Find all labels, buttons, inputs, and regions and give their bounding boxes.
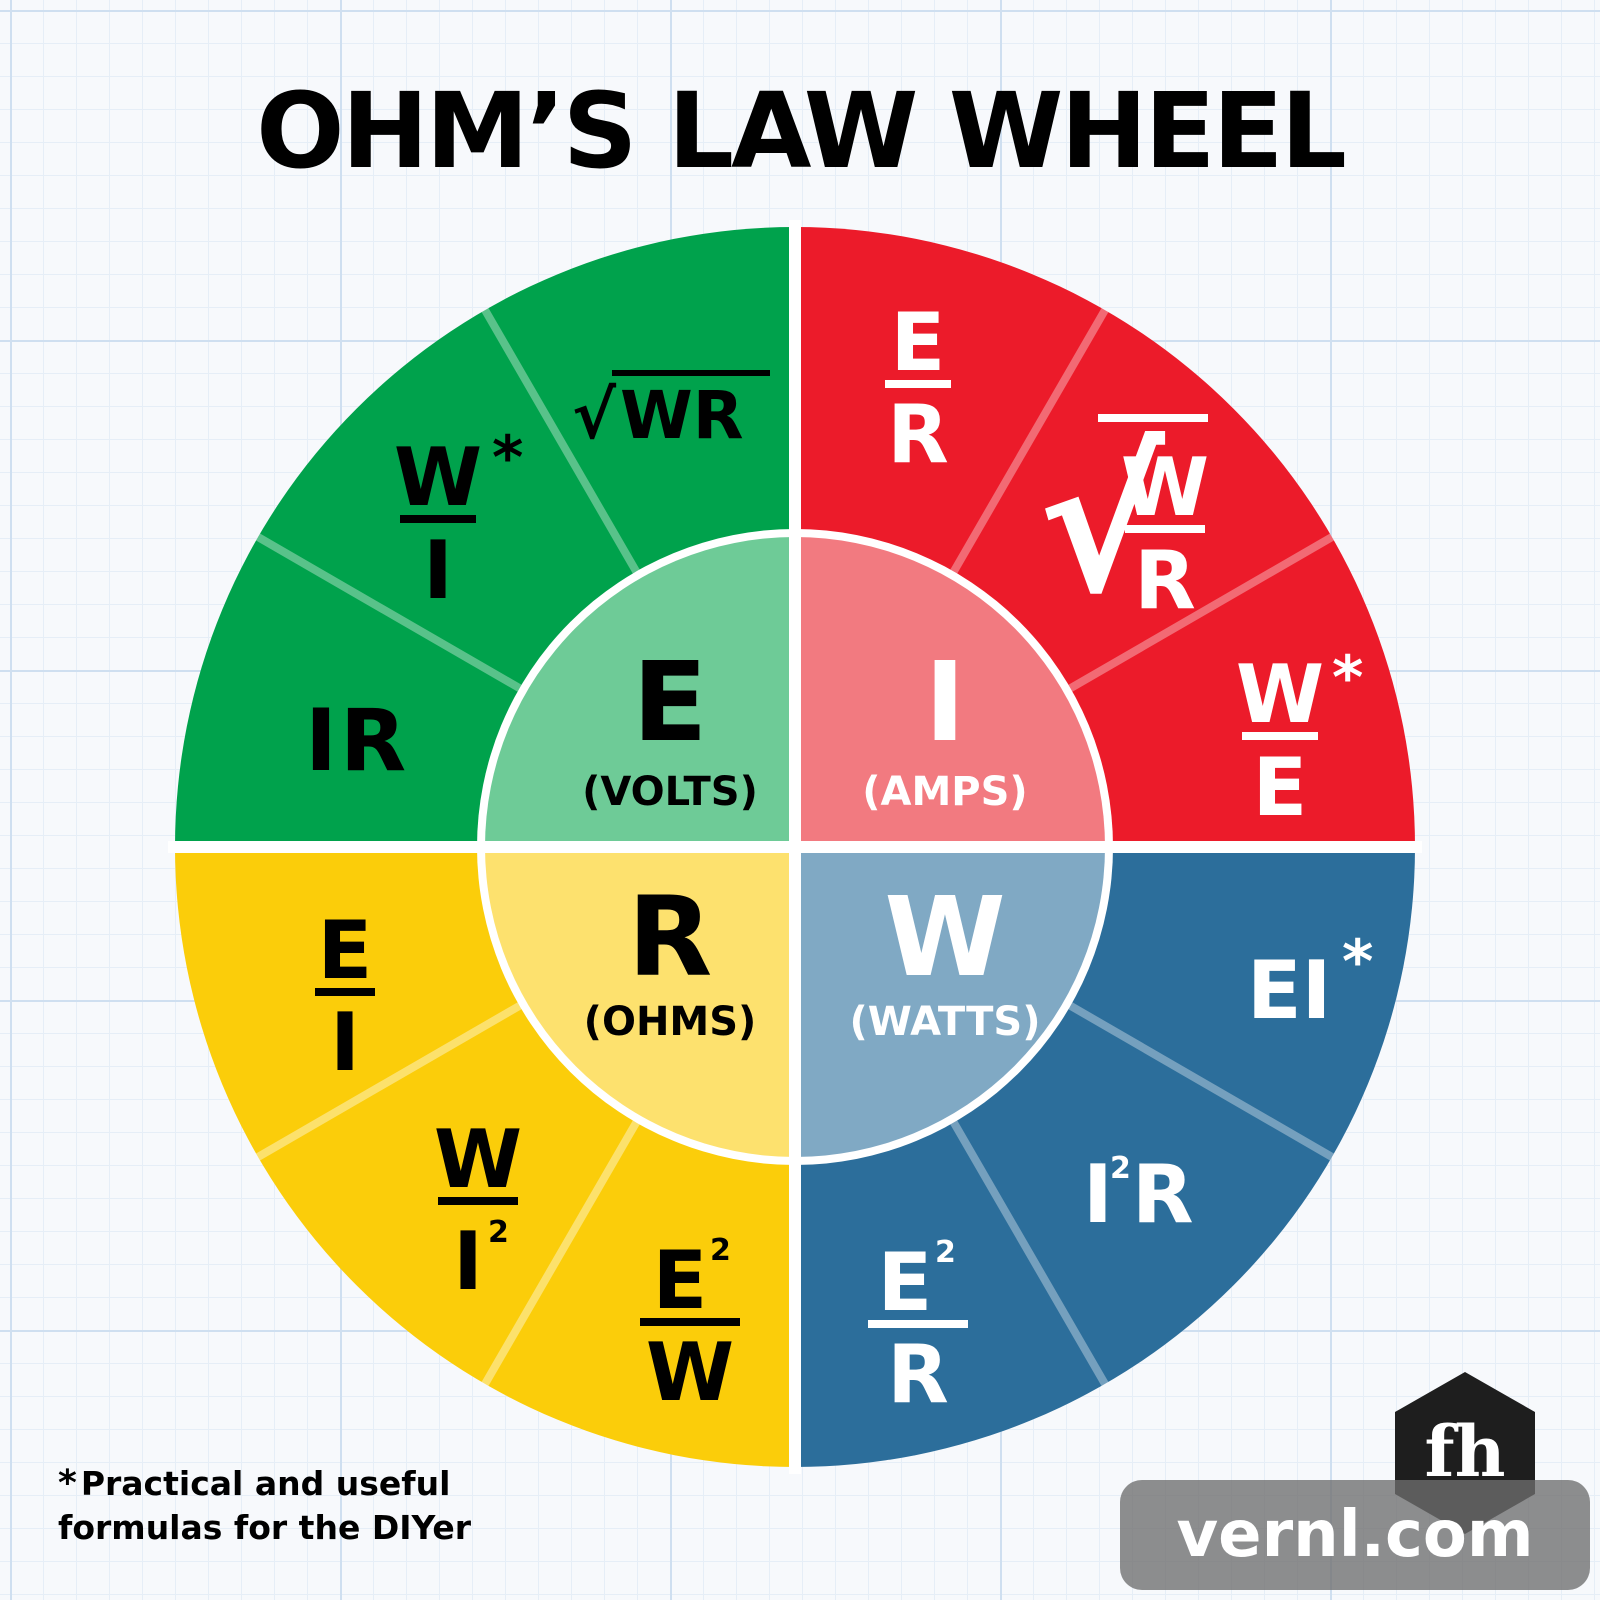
divider [255, 983, 555, 1161]
formula-w-e2-over-r: E 2 R [868, 1235, 968, 1421]
practical-star: * [1332, 643, 1363, 713]
fraction-bar [868, 1320, 968, 1328]
practical-star: * [492, 423, 523, 493]
formula-denominator: I [453, 1215, 483, 1308]
formula-denominator: R [887, 1328, 949, 1421]
practical-star: * [1342, 927, 1373, 997]
radical-bar [612, 370, 770, 376]
formula-exponent: 2 [935, 1235, 956, 1270]
formula-i-e-over-r: E R [885, 296, 951, 481]
divider [931, 307, 1109, 607]
formula-i-sqrt-w-over-r: √ W R [1038, 414, 1209, 635]
formula-numerator: E [653, 1234, 708, 1327]
formula-denominator: W [646, 1326, 734, 1419]
formula-term: EI [1247, 944, 1331, 1037]
center-letter-e: E [632, 638, 707, 766]
volts-inner-segment [485, 537, 795, 847]
fraction-bar [315, 988, 375, 996]
fraction-bar [438, 1197, 518, 1205]
formula-exponent: 2 [710, 1233, 731, 1268]
radical-bar [1098, 414, 1208, 422]
formula-e-sqrt-wr: √ WR [572, 370, 770, 454]
divider [931, 1087, 1109, 1387]
formula-radicand: WR [620, 377, 744, 454]
divider [255, 533, 555, 711]
fraction-bar [640, 1318, 740, 1326]
center-unit-ohms: (OHMS) [584, 999, 757, 1045]
formula-term: R [340, 691, 406, 791]
formula-numerator: E [891, 296, 946, 389]
formula-denominator: R [1134, 534, 1196, 627]
fraction-bar [1125, 525, 1205, 533]
divider [1035, 533, 1335, 711]
formula-w-i2r: I 2 R [1083, 1148, 1194, 1241]
formula-numerator: W [1236, 648, 1324, 741]
radical-sign-icon: √ [572, 377, 617, 454]
formula-base: I [1083, 1148, 1113, 1241]
center-letter-r: R [628, 873, 713, 1001]
center-unit-volts: (VOLTS) [582, 769, 758, 815]
watermark: vernl.com [1120, 1480, 1590, 1590]
formula-denominator: R [887, 388, 949, 481]
formula-term: I [305, 691, 337, 791]
formula-denominator: I [423, 524, 453, 617]
footnote-line-1: *Practical and useful [58, 1462, 558, 1506]
fraction-bar [885, 380, 951, 388]
amps-inner-segment [795, 537, 1105, 847]
formula-w-ei: EI * [1247, 927, 1373, 1037]
formula-denominator: E [1253, 741, 1308, 834]
formula-numerator: W [394, 431, 482, 524]
formula-i-w-over-e: W E * [1236, 643, 1364, 834]
footnote: *Practical and useful formulas for the D… [58, 1462, 558, 1550]
ohms-inner-segment [485, 847, 795, 1157]
formula-numerator: W [434, 1113, 522, 1206]
footnote-text-2: formulas for the DIYer [58, 1508, 472, 1547]
formula-exponent: 2 [488, 1215, 509, 1250]
page-title: OHM’S LAW WHEEL [256, 70, 1347, 192]
watts-inner-segment [795, 847, 1105, 1157]
divider [1035, 983, 1335, 1161]
center-letter-w: W [884, 873, 1005, 1001]
footnote-star: * [58, 1463, 77, 1504]
fraction-bar [400, 515, 476, 523]
footnote-text-1: Practical and useful [80, 1464, 451, 1503]
formula-e-ir: I R [305, 691, 406, 791]
formula-r-w-over-i2: W I 2 [434, 1113, 522, 1308]
center-unit-amps: (AMPS) [862, 769, 1027, 815]
radical-sign-icon: √ [1038, 414, 1166, 635]
formula-numerator: E [318, 904, 373, 997]
fraction-bar [1242, 732, 1318, 740]
divider [481, 307, 659, 607]
formula-exponent: 2 [1110, 1151, 1131, 1186]
logo-mark: fh [1424, 1410, 1505, 1493]
formula-r-e-over-i: E I [315, 904, 375, 1089]
segment-dividers [255, 307, 1335, 1387]
divider [481, 1087, 659, 1387]
formula-e-w-over-i: W I * [394, 423, 524, 617]
formula-numerator: E [878, 1236, 933, 1329]
formula-r-e2-over-w: E 2 W [640, 1233, 740, 1419]
center-letter-i: I [925, 638, 966, 766]
formula-term: R [1132, 1148, 1194, 1241]
center-unit-watts: (WATTS) [849, 999, 1040, 1045]
formula-numerator: W [1121, 441, 1209, 534]
formula-denominator: I [330, 996, 360, 1089]
